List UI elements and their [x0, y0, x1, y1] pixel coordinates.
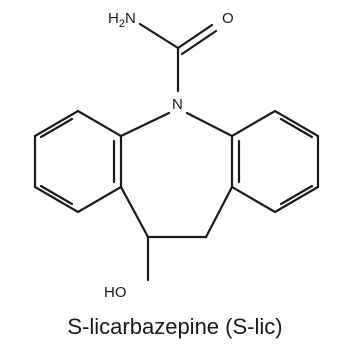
- bond-carbonyl-double-2: [180, 29, 218, 56]
- left-ring-inner-bond-2: [39, 184, 74, 206]
- right-ring-inner-bond-2: [279, 184, 314, 206]
- bond-ch2-right-ring: [204, 185, 234, 239]
- bond-left-ring-chiral-c: [119, 185, 150, 239]
- bond-ring-n-right: [185, 111, 234, 138]
- amine-group-label: H2N: [108, 10, 136, 30]
- bond-carbonyl-double-1: [176, 23, 214, 50]
- left-ring-inner-bond-3: [39, 117, 74, 139]
- molecule-caption: S-licarbazepine (S-lic): [67, 314, 283, 339]
- right-ring-inner-bond-1: [279, 117, 314, 139]
- ring-nitrogen-label: N: [172, 96, 183, 113]
- bond-ring-n-left: [119, 111, 171, 138]
- right-benzene-ring: [230, 109, 320, 214]
- bond-amide-n-carbonyl-c: [138, 22, 180, 50]
- carbonyl-oxygen-label: O: [222, 10, 234, 27]
- left-benzene-ring: [33, 109, 123, 214]
- hydroxyl-label: HO: [104, 284, 127, 301]
- atom-labels: H2N O N HO: [104, 10, 234, 301]
- bonds: [33, 22, 320, 282]
